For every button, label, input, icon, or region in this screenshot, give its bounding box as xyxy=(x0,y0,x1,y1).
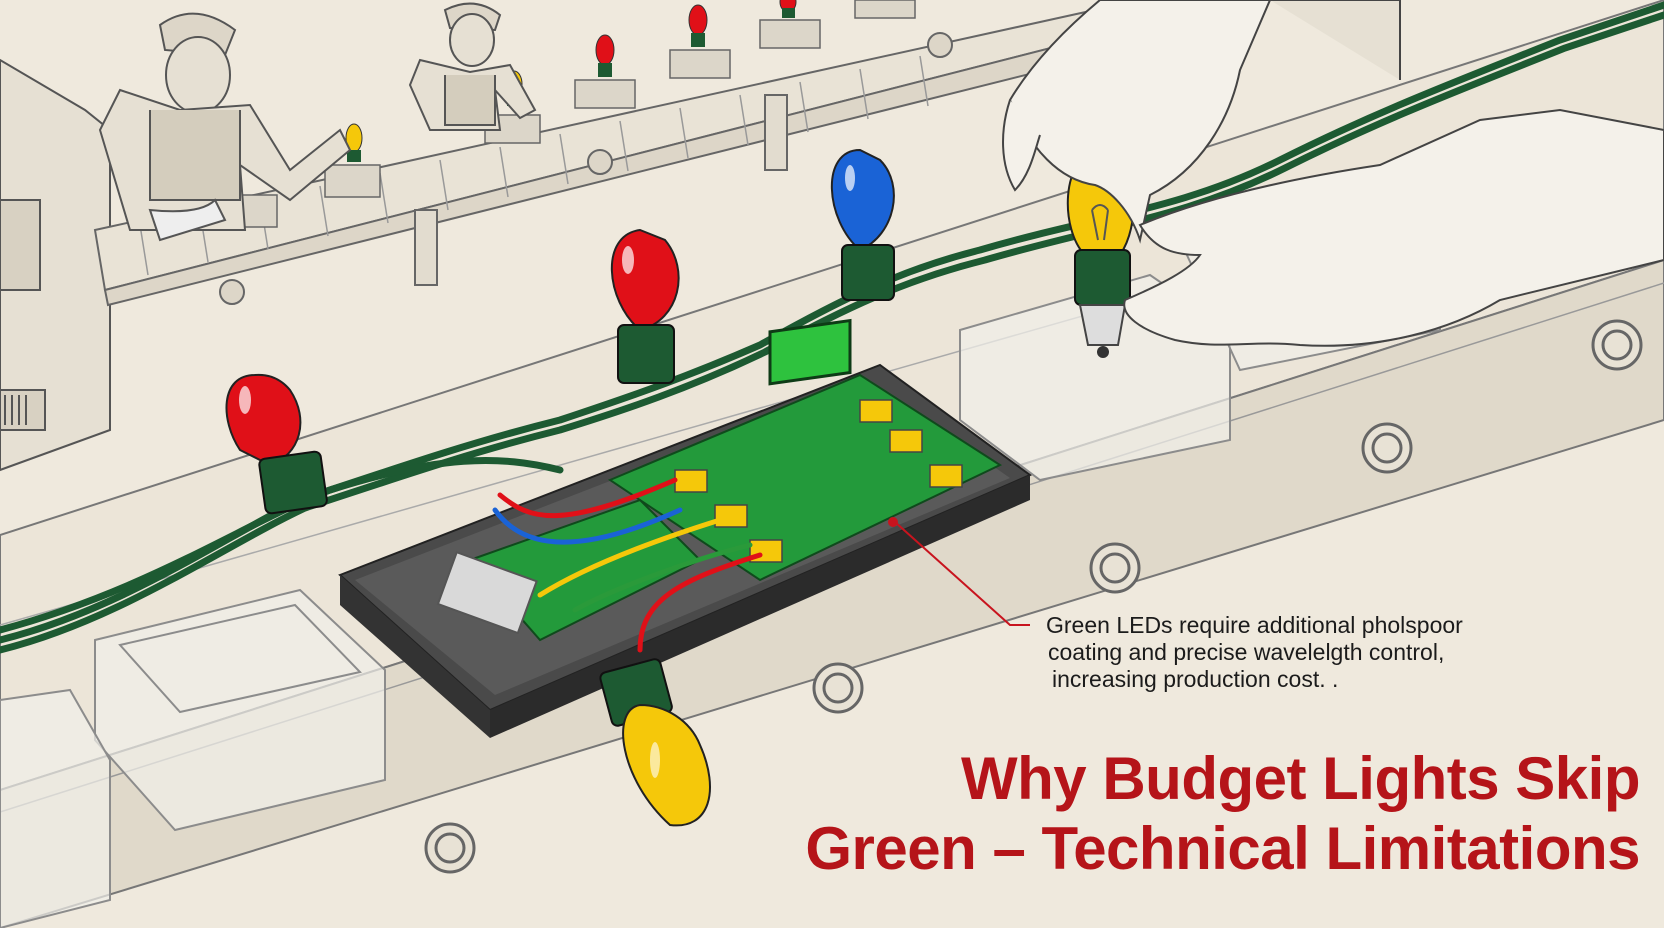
background-conveyor xyxy=(93,0,1167,307)
callout-leader-line xyxy=(894,521,1030,626)
lead-wires xyxy=(492,477,763,653)
red-bulb-center xyxy=(610,228,680,384)
callout-line-1: Green LEDs require additional pholspoor xyxy=(1046,612,1463,638)
red-bulb-left xyxy=(225,373,328,515)
callout-line-3: increasing production cost. . xyxy=(1052,666,1339,692)
title-line-2: Green – Technical Limitations xyxy=(805,815,1640,882)
worker-hands xyxy=(1002,0,1664,347)
machine-cabinet xyxy=(0,58,111,472)
page-title: Why Budget Lights Skip Green – Technical… xyxy=(760,744,1640,884)
callout-line-2: coating and precise wavelelgth control, xyxy=(1048,639,1445,665)
callout-annotation: Green LEDs require additional pholspoor … xyxy=(1046,612,1506,693)
circuit-board xyxy=(436,318,1003,642)
worker-left xyxy=(98,12,352,242)
blue-bulb xyxy=(830,148,895,301)
title-line-1: Why Budget Lights Skip xyxy=(961,745,1640,812)
worker-middle xyxy=(408,2,537,131)
yellow-bulb-bottom xyxy=(599,658,711,827)
